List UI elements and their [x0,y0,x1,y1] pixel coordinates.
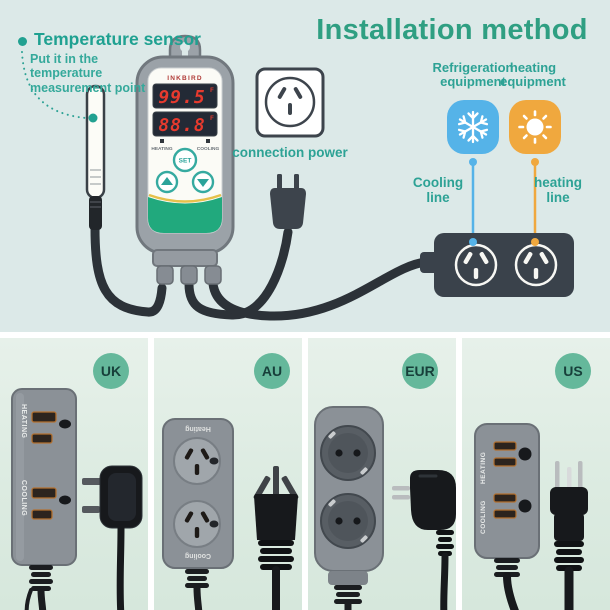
controller-base [152,249,218,267]
uk-product-illustration: HEATING COOLING [11,388,143,610]
region-badge-uk: UK [93,353,129,389]
cooling-led [206,139,210,143]
plug-panel-us: HEATING COOLING [462,338,610,610]
output-cable [208,257,431,321]
cooling-line-label: Cooling line [412,175,464,205]
strip-outlet-cooling [454,243,498,287]
au-socket-heating [173,437,221,485]
connection-power-label: connection power [232,145,348,160]
display-bottom-value: 88.8 [158,115,205,136]
page-title: Installation method [316,14,588,46]
heating-icon-tile [509,100,561,154]
au-cooling-label: Cooling [185,552,211,559]
installation-scene-illustration: INKBIRD 99.5 F 88.8 F HEATING COOLING SE… [21,34,574,321]
set-button[interactable] [172,147,198,173]
set-button-label: SET [179,158,192,165]
brand-logo: INKBIRD [167,75,202,82]
heating-equipment-label: heating equipment [500,60,566,90]
power-plug [270,174,306,229]
uk-power-strip: HEATING COOLING [11,388,77,610]
power-strip [420,233,574,297]
sensor-bullet-dot [18,37,27,46]
eur-product-illustration [314,406,456,610]
temperature-sensor-label: Temperature sensor [34,29,201,49]
uk-cooling-label: COOLING [20,480,27,516]
au-socket-cooling [173,500,221,548]
uk-heating-label: HEATING [20,404,27,439]
au-product-illustration: Heating Cooling [162,418,299,610]
display-bottom-unit: F [210,116,214,122]
refrigeration-equipment-label: Refrigeration equipment [432,60,514,90]
sensor-cable [90,223,167,317]
sun-icon [518,110,552,144]
eur-socket-bottom [320,493,376,549]
eur-power-strip [314,406,384,610]
us-cooling-label: COOLING [480,500,487,534]
plug-panel-eur: EUR [308,338,456,610]
au-power-strip: Heating Cooling [162,418,234,610]
display-top-value: 99.5 [158,87,205,108]
heating-indicator-label: HEATING [151,146,172,152]
uk-plug [82,465,143,610]
eur-socket-top [320,425,376,481]
plug-panel-uk: HEATING COOLING [0,338,148,610]
plug-panel-au: Heating Cooling [154,338,302,610]
heating-line-label: heating line [533,175,582,205]
up-arrow-icon [161,177,173,185]
display-top-unit: F [210,88,214,94]
display-bottom [152,111,218,137]
region-badge-us: US [555,353,591,389]
temperature-probe [85,84,106,230]
cooling-indicator-label: COOLING [197,146,220,152]
us-product-illustration: HEATING COOLING [474,423,588,610]
down-arrow-icon [197,179,209,187]
us-plug [550,461,588,610]
temperature-controller: INKBIRD 99.5 F 88.8 F HEATING COOLING SE… [135,34,235,285]
au-heating-label: Heating [185,425,211,432]
display-top [152,83,218,109]
refrigeration-icon-tile [447,100,499,154]
region-badge-au: AU [254,353,290,389]
heating-led [160,139,164,143]
region-badge-eur: EUR [402,353,438,389]
green-lower-face [148,197,222,233]
us-heating-label: HEATING [480,452,487,484]
installation-diagram-section: INKBIRD 99.5 F 88.8 F HEATING COOLING SE… [0,0,610,332]
temperature-sensor-note: Put it in the temperature measurement po… [30,52,146,95]
us-power-strip: HEATING COOLING [474,423,540,610]
snowflake-icon [457,110,489,144]
eur-plug [392,470,456,610]
wall-outlet [255,67,325,138]
cables [90,223,431,321]
plug-types-section: HEATING COOLING [0,338,610,610]
au-plug [253,466,299,610]
gold-accent-line [148,193,222,203]
